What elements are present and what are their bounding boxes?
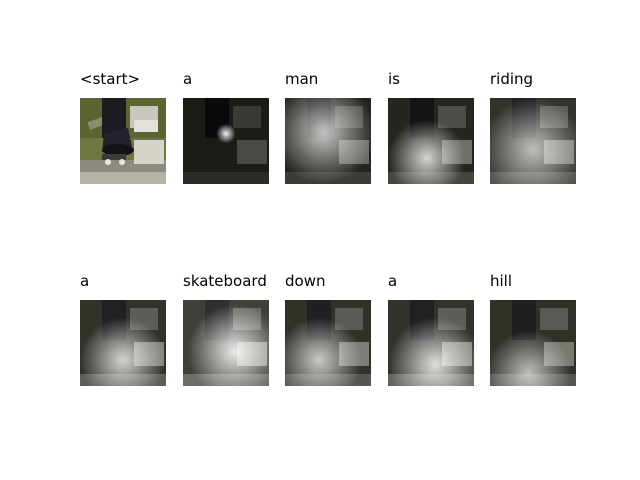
attention-map-image [490, 98, 576, 184]
token-cell: down [285, 274, 385, 394]
token-cell: riding [490, 72, 590, 192]
attention-map-image [80, 300, 166, 386]
attention-map-image [388, 300, 474, 386]
token-word: hill [490, 272, 513, 290]
attention-map-image [490, 300, 576, 386]
attention-map [490, 98, 576, 184]
attention-map [285, 98, 371, 184]
attention-map [285, 300, 371, 386]
token-word: a [183, 70, 193, 88]
token-cell: skateboard [183, 274, 283, 394]
attention-map-image [183, 300, 269, 386]
attention-map-image [285, 98, 371, 184]
source-image [80, 98, 166, 184]
token-cell: a [183, 72, 283, 192]
token-cell: a [80, 274, 180, 394]
attention-map [490, 300, 576, 386]
token-word: skateboard [183, 272, 267, 290]
token-cell: <start> [80, 72, 180, 192]
token-cell: hill [490, 274, 590, 394]
token-cell: is [388, 72, 488, 192]
attention-map [388, 98, 474, 184]
attention-map [183, 98, 269, 184]
token-word: is [388, 70, 400, 88]
attention-map [183, 300, 269, 386]
token-word: a [388, 272, 398, 290]
token-word: riding [490, 70, 534, 88]
skateboard-photo [80, 98, 166, 184]
attention-map [80, 300, 166, 386]
token-cell: man [285, 72, 385, 192]
attention-map [388, 300, 474, 386]
token-word: a [80, 272, 90, 290]
token-word: man [285, 70, 319, 88]
attention-map-image [388, 98, 474, 184]
token-word: <start> [80, 70, 141, 88]
attention-map-image [183, 98, 269, 184]
token-cell: a [388, 274, 488, 394]
token-word: down [285, 272, 326, 290]
attention-map-image [285, 300, 371, 386]
